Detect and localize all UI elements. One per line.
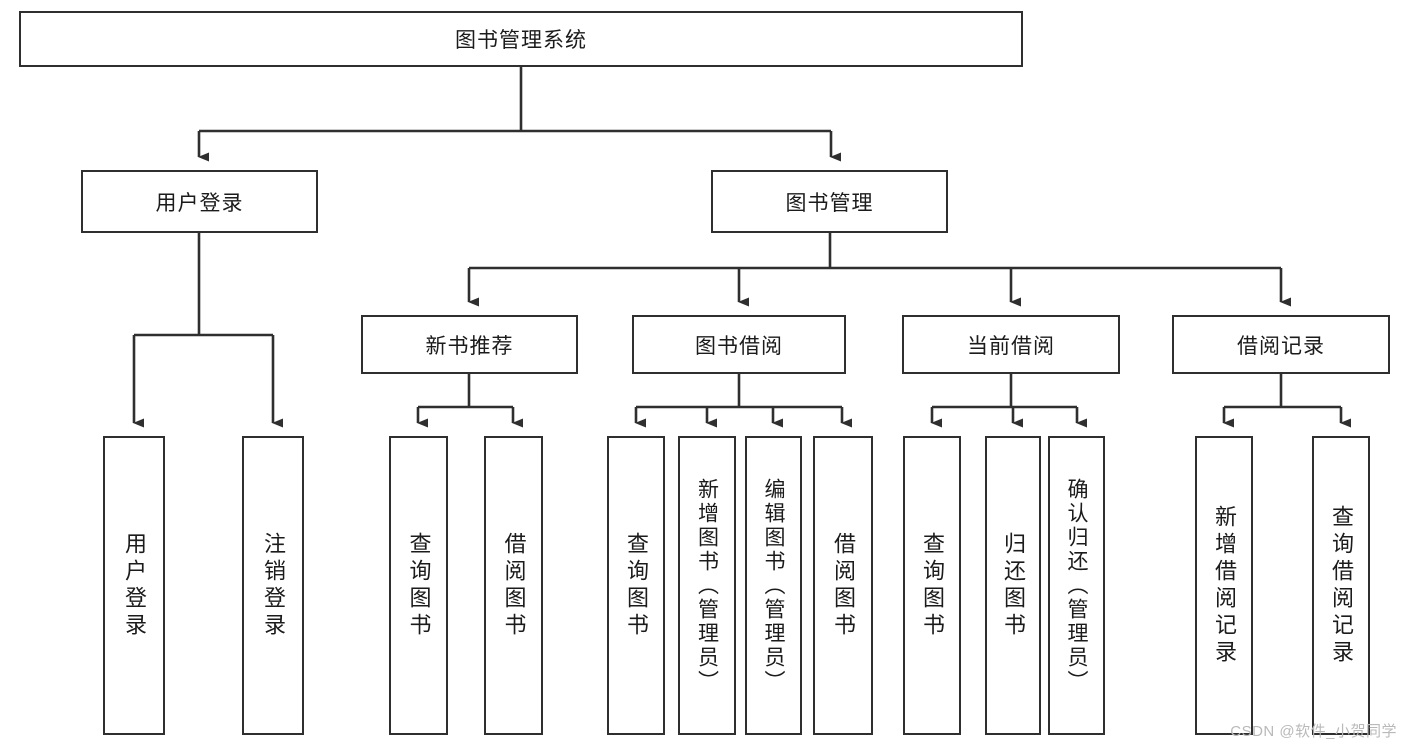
node-leaf-return-book[interactable]: 归还图书 bbox=[985, 436, 1041, 735]
node-leaf-confirm-return-label: 确认归还（管理员） bbox=[1065, 477, 1088, 694]
node-book-management[interactable]: 图书管理 bbox=[711, 170, 948, 233]
node-current-borrow-label: 当前借阅 bbox=[967, 334, 1055, 358]
node-leaf-add-borrow-record-label: 新增借阅记录 bbox=[1212, 504, 1237, 667]
node-leaf-add-borrow-record[interactable]: 新增借阅记录 bbox=[1195, 436, 1253, 735]
node-leaf-query-book-3-label: 查询图书 bbox=[920, 531, 945, 640]
node-user-login-label: 用户登录 bbox=[155, 191, 244, 215]
node-leaf-add-book-label: 新增图书（管理员） bbox=[695, 477, 719, 694]
node-book-management-label: 图书管理 bbox=[785, 191, 874, 215]
node-leaf-borrow-book-2-label: 借阅图书 bbox=[831, 531, 856, 640]
node-borrow-record-label: 借阅记录 bbox=[1237, 334, 1325, 358]
node-leaf-edit-book[interactable]: 编辑图书（管理员） bbox=[745, 436, 802, 735]
node-leaf-query-book-1[interactable]: 查询图书 bbox=[389, 436, 448, 735]
node-new-book-recommend[interactable]: 新书推荐 bbox=[361, 315, 578, 374]
node-book-borrow-label: 图书借阅 bbox=[695, 334, 783, 358]
node-leaf-borrow-book-2[interactable]: 借阅图书 bbox=[813, 436, 873, 735]
node-leaf-query-book-2-label: 查询图书 bbox=[624, 531, 649, 640]
node-leaf-confirm-return[interactable]: 确认归还（管理员） bbox=[1048, 436, 1105, 735]
node-leaf-return-book-label: 归还图书 bbox=[1001, 531, 1026, 640]
node-root[interactable]: 图书管理系统 bbox=[19, 11, 1023, 67]
node-leaf-query-book-1-label: 查询图书 bbox=[406, 531, 432, 640]
node-leaf-query-borrow-record[interactable]: 查询借阅记录 bbox=[1312, 436, 1370, 735]
node-root-label: 图书管理系统 bbox=[455, 29, 587, 52]
node-borrow-record[interactable]: 借阅记录 bbox=[1172, 315, 1390, 374]
node-leaf-edit-book-label: 编辑图书（管理员） bbox=[762, 477, 785, 694]
node-leaf-query-borrow-record-label: 查询借阅记录 bbox=[1329, 504, 1354, 667]
node-new-book-recommend-label: 新书推荐 bbox=[425, 334, 514, 358]
node-leaf-borrow-book-1[interactable]: 借阅图书 bbox=[484, 436, 543, 735]
node-leaf-add-book[interactable]: 新增图书（管理员） bbox=[678, 436, 736, 735]
node-leaf-logout-login[interactable]: 注销登录 bbox=[242, 436, 304, 735]
node-leaf-user-login-label: 用户登录 bbox=[122, 531, 147, 640]
node-leaf-user-login[interactable]: 用户登录 bbox=[103, 436, 165, 735]
node-user-login[interactable]: 用户登录 bbox=[81, 170, 318, 233]
watermark: CSDN @软件_小贺同学 bbox=[1230, 723, 1397, 740]
node-leaf-logout-login-label: 注销登录 bbox=[261, 531, 286, 640]
node-current-borrow[interactable]: 当前借阅 bbox=[902, 315, 1120, 374]
node-book-borrow[interactable]: 图书借阅 bbox=[632, 315, 846, 374]
node-leaf-borrow-book-1-label: 借阅图书 bbox=[501, 531, 527, 640]
node-leaf-query-book-2[interactable]: 查询图书 bbox=[607, 436, 665, 735]
node-leaf-query-book-3[interactable]: 查询图书 bbox=[903, 436, 961, 735]
